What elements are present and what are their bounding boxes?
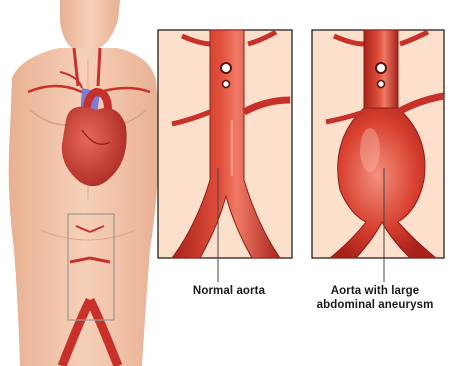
normal-aorta-panel	[158, 30, 292, 282]
aneurysm-label: Aorta with large abdominal aneurysm	[290, 284, 457, 312]
aneurysm-label-line2: abdominal aneurysm	[290, 298, 457, 312]
normal-aorta-label-text: Normal aorta	[193, 285, 265, 297]
normal-aorta-label: Normal aorta	[164, 284, 294, 298]
torso-figure	[9, 0, 160, 366]
aneurysm-label-line1: Aorta with large	[290, 284, 457, 298]
aneurysm-panel	[312, 30, 444, 282]
